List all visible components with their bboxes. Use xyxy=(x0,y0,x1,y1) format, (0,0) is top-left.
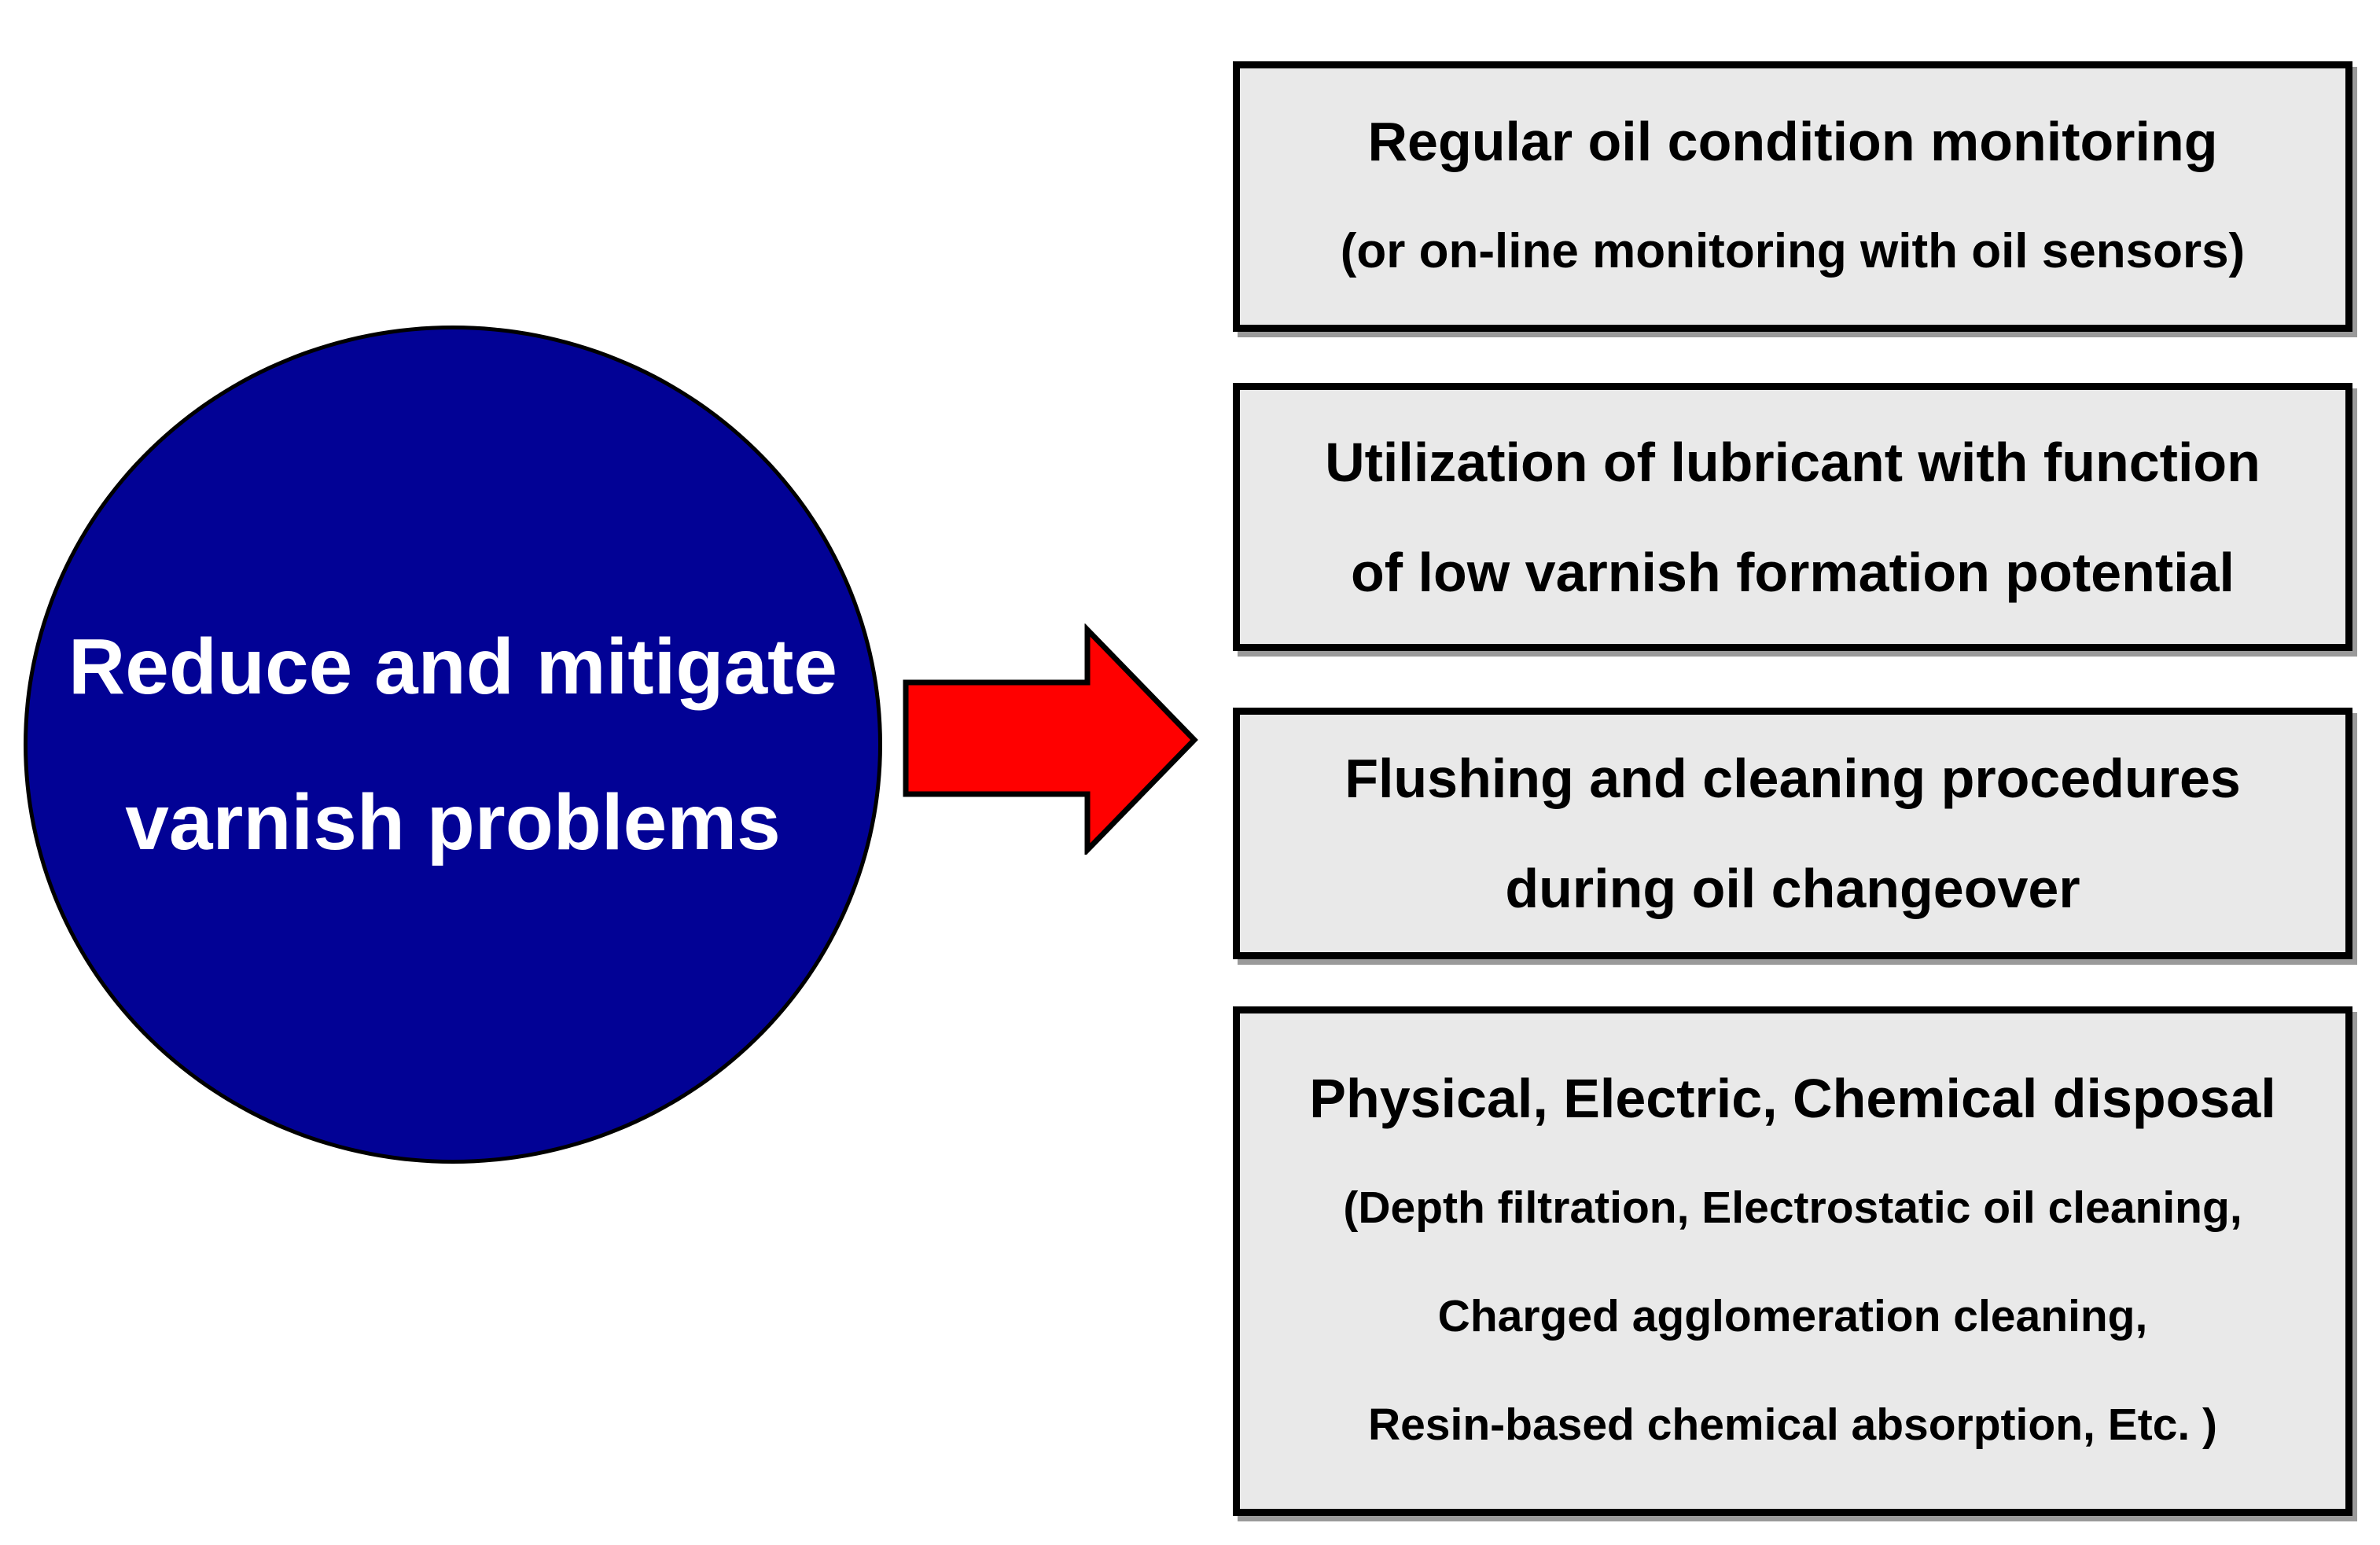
box3-title-line-1: Flushing and cleaning procedures xyxy=(1344,748,2241,809)
box-lubricant-utilization: Utilization of lubricant with function o… xyxy=(1233,383,2352,651)
reduce-mitigate-circle: Reduce and mitigate varnish problems xyxy=(24,326,882,1164)
box4-title-line: Physical, Electric, Chemical disposal xyxy=(1309,1068,2276,1129)
box-flushing-cleaning-procedures: Flushing and cleaning procedures during … xyxy=(1233,708,2352,959)
box4-sub-line-3: Resin-based chemical absorption, Etc. ) xyxy=(1367,1400,2218,1450)
circle-text-line-1: Reduce and mitigate xyxy=(68,623,837,711)
box4-sub-line-1: (Depth filtration, Electrostatic oil cle… xyxy=(1343,1183,2242,1233)
right-arrow-shape xyxy=(903,624,1198,855)
right-arrow-icon xyxy=(903,624,1198,855)
box2-title-line-2: of low varnish formation potential xyxy=(1351,541,2235,603)
circle-text-line-2: varnish problems xyxy=(125,778,781,866)
box-regular-oil-condition-monitoring: Regular oil condition monitoring (or on-… xyxy=(1233,61,2352,332)
box1-sub-line: (or on-line monitoring with oil sensors) xyxy=(1340,224,2246,278)
box-physical-electric-chemical-disposal: Physical, Electric, Chemical disposal (D… xyxy=(1233,1006,2352,1516)
box1-title-line: Regular oil condition monitoring xyxy=(1367,111,2218,172)
box4-sub-line-2: Charged agglomeration cleaning, xyxy=(1437,1291,2148,1341)
box3-title-line-2: during oil changeover xyxy=(1505,858,2080,919)
box2-title-line-1: Utilization of lubricant with function xyxy=(1325,431,2260,493)
